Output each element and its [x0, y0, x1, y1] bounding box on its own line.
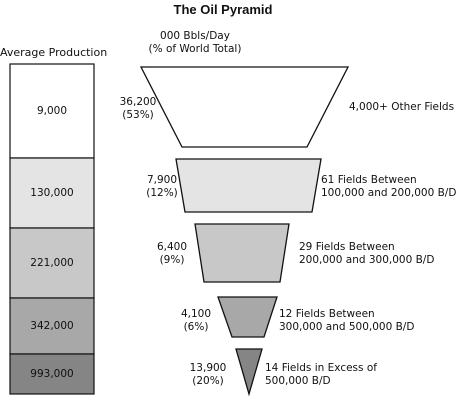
tier-2-description: 61 Fields Between 100,000 and 200,000 B/… — [321, 174, 456, 200]
tier-2-desc-line-2: 100,000 and 200,000 B/D — [321, 187, 456, 199]
tier-1-volume-label: 36,200 (53%) — [114, 96, 162, 122]
production-cell-3 — [9, 227, 95, 299]
production-value-5: 993,000 — [30, 368, 74, 380]
tier-3-share: (9%) — [159, 254, 185, 266]
pyramid-tier-5 — [235, 348, 263, 397]
tier-1-description: 4,000+ Other Fields — [349, 101, 454, 114]
tier-3-volume: 6,400 — [156, 241, 188, 253]
tier-5-volume-label: 13,900 (20%) — [184, 362, 232, 388]
tier-4-description: 12 Fields Between 300,000 and 500,000 B/… — [279, 308, 414, 334]
average-production-header: Average Production — [0, 46, 108, 59]
tier-4-desc-line-1: 12 Fields Between — [279, 308, 375, 320]
units-line-1: 000 Bbls/Day — [160, 30, 230, 42]
tier-2-share: (12%) — [146, 187, 178, 199]
tier-3-description: 29 Fields Between 200,000 and 300,000 B/… — [299, 241, 434, 267]
production-cell-4 — [9, 297, 95, 355]
tier-4-share: (6%) — [183, 321, 209, 333]
tier-1-desc-line-1: 4,000+ Other Fields — [349, 101, 455, 113]
units-line-2: (% of World Total) — [148, 43, 242, 55]
tier-2-volume: 7,900 — [146, 174, 178, 186]
tier-5-volume: 13,900 — [189, 362, 227, 374]
tier-5-desc-line-1: 14 Fields in Excess of — [265, 362, 377, 374]
pyramid-tier-1 — [139, 66, 350, 148]
tier-2-desc-line-1: 61 Fields Between — [321, 174, 417, 186]
production-cell-2 — [9, 157, 95, 229]
tier-5-share: (20%) — [192, 375, 224, 387]
tier-1-share: (53%) — [122, 109, 154, 121]
production-value-3: 221,000 — [30, 257, 74, 269]
pyramid-tier-4 — [217, 296, 278, 338]
production-value-4: 342,000 — [30, 320, 74, 332]
tier-2-volume-label: 7,900 (12%) — [142, 174, 182, 200]
tier-4-volume-label: 4,100 (6%) — [176, 308, 216, 334]
tier-4-volume: 4,100 — [180, 308, 212, 320]
units-label: 000 Bbls/Day (% of World Total) — [140, 30, 250, 56]
tier-4-desc-line-2: 300,000 and 500,000 B/D — [279, 321, 415, 333]
production-cell-1 — [9, 63, 95, 159]
tier-5-desc-line-2: 500,000 B/D — [265, 375, 331, 387]
tier-3-desc-line-2: 200,000 and 300,000 B/D — [299, 254, 435, 266]
production-value-2: 130,000 — [30, 187, 74, 199]
tier-1-volume: 36,200 — [119, 96, 157, 108]
production-value-1: 9,000 — [36, 105, 68, 117]
diagram-title: The Oil Pyramid — [173, 2, 273, 17]
pyramid-tier-3 — [194, 223, 290, 283]
production-cell-5 — [9, 353, 95, 395]
pyramid-tier-2 — [175, 158, 322, 213]
tier-3-desc-line-1: 29 Fields Between — [299, 241, 395, 253]
tier-5-description: 14 Fields in Excess of 500,000 B/D — [265, 362, 377, 388]
tier-3-volume-label: 6,400 (9%) — [152, 241, 192, 267]
